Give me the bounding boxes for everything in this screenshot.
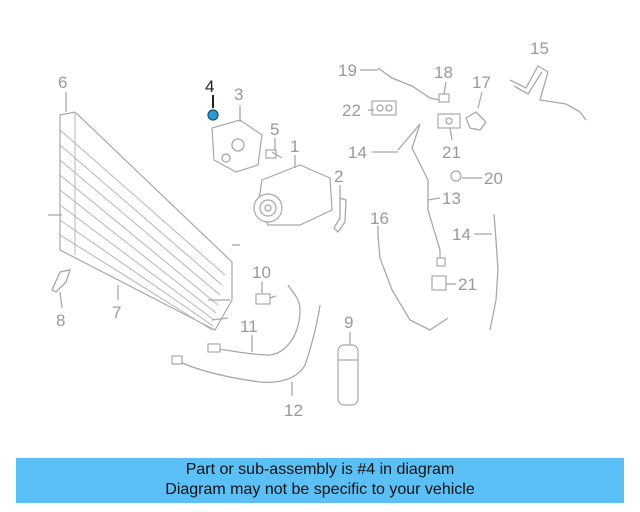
- info-banner: Part or sub-assembly is #4 in diagram Di…: [16, 458, 624, 503]
- bracket-part-2: [333, 197, 347, 234]
- part-labels: 6 3 4 5 1 2 7 8 9 10 11 12 19 18 17 15 2…: [56, 39, 549, 420]
- label-part-3: 3: [234, 85, 243, 104]
- label-part-7: 7: [112, 303, 121, 322]
- label-part-8: 8: [56, 311, 65, 330]
- label-part-14-left: 14: [348, 143, 367, 162]
- cap-part-20: [450, 170, 462, 182]
- seal-part-22: [371, 100, 397, 116]
- label-part-22: 22: [342, 101, 361, 120]
- label-part-14-right: 14: [452, 225, 471, 244]
- cap-part-18: [438, 93, 450, 103]
- condenser: [48, 111, 240, 331]
- seal-part-21-lower: [431, 275, 447, 291]
- pipe-part-15: [509, 65, 587, 121]
- label-part-10: 10: [252, 263, 271, 282]
- label-part-5: 5: [270, 120, 279, 139]
- seal-part-21-upper: [437, 113, 461, 129]
- highlighted-part-4: [207, 109, 219, 121]
- label-part-21-lower: 21: [458, 275, 477, 294]
- hose-part-12: [171, 304, 321, 384]
- leader-lines: [59, 69, 492, 396]
- parts-diagram: 6 3 4 5 1 2 7 8 9 10 11 12 19 18 17 15 2…: [48, 39, 587, 420]
- bracket-part-3: [211, 119, 263, 173]
- label-part-21-upper: 21: [442, 143, 461, 162]
- banner-line-1: Part or sub-assembly is #4 in diagram: [185, 461, 455, 478]
- label-part-12: 12: [284, 401, 303, 420]
- hose-part-16: [377, 235, 449, 331]
- bolt-part-5: [265, 149, 283, 159]
- label-part-9: 9: [344, 313, 353, 332]
- label-part-20: 20: [484, 169, 503, 188]
- hose-part-11: [207, 284, 301, 356]
- switch-part-10: [255, 293, 277, 305]
- label-part-4: 4: [205, 77, 214, 96]
- label-part-11: 11: [240, 317, 258, 336]
- hose-part-14: [489, 213, 499, 331]
- drier-part-9: [337, 344, 359, 406]
- label-part-18: 18: [434, 63, 453, 82]
- hose-part-19: [377, 67, 441, 101]
- label-part-6: 6: [58, 73, 67, 92]
- compressor-part-1: [253, 164, 333, 226]
- label-part-13: 13: [442, 189, 461, 208]
- label-part-1: 1: [290, 137, 299, 156]
- bracket-part-8: [51, 269, 71, 293]
- label-part-19: 19: [338, 61, 357, 80]
- label-part-16: 16: [370, 209, 389, 228]
- line-part-13: [397, 123, 446, 267]
- banner-line-2: Diagram may not be specific to your vehi…: [165, 481, 475, 498]
- label-part-15: 15: [530, 39, 549, 58]
- valve-part-17: [465, 111, 487, 131]
- label-part-2: 2: [334, 167, 343, 186]
- label-part-17: 17: [472, 73, 491, 92]
